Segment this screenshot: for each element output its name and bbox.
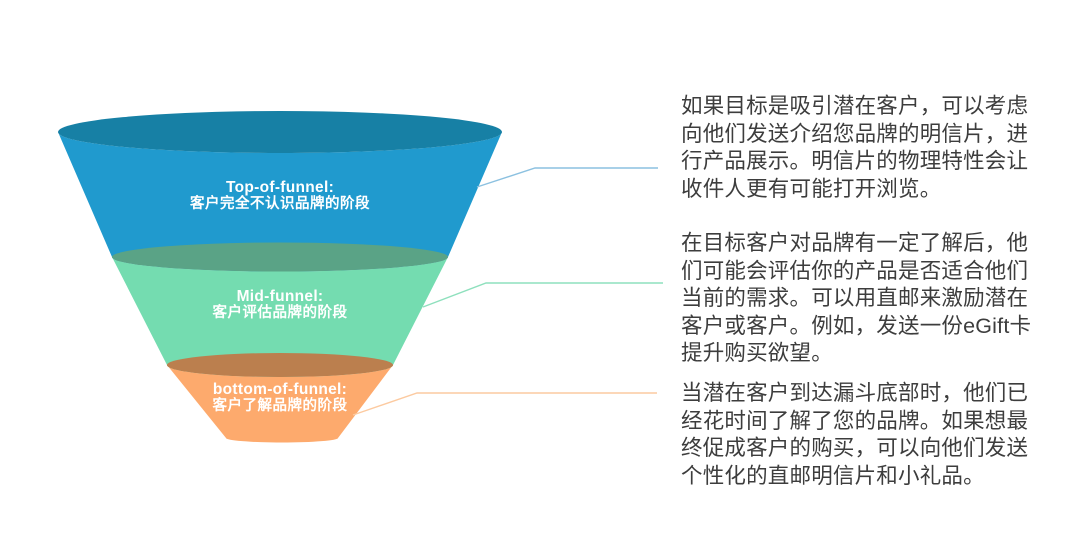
funnel-stage-bottom-shape (167, 365, 393, 443)
stage-title: bottom-of-funnel: (212, 381, 348, 398)
connector-line-top (476, 167, 658, 188)
description-top-of-funnel: 如果目标是吸引潜在客户，可以考虑 向他们发送介绍您品牌的明信片，进 行产品展示。… (681, 94, 1029, 201)
stage-subtitle: 客户了解品牌的阶段 (212, 398, 348, 414)
stage-label-top-of-funnel: Top-of-funnel: 客户完全不认识品牌的阶段 (80, 179, 480, 213)
funnel-stage-top-mouth (58, 111, 502, 153)
stage-title: Mid-funnel: (236, 288, 324, 305)
description-bottom-of-funnel: 当潜在客户到达漏斗底部时，他们已 经花时间了解了您的品牌。如果想最 终促成客户的… (681, 381, 1029, 488)
funnel-stage-mid-shape (112, 257, 448, 377)
funnel-stage-top-shape (58, 132, 502, 272)
stage-title: Top-of-funnel: (225, 179, 335, 196)
stage-subtitle: 客户完全不认识品牌的阶段 (190, 196, 370, 212)
connector-line-bottom (352, 392, 657, 416)
description-mid-funnel: 在目标客户对品牌有一定了解后，他 们可能会评估你的产品是否适合他们 当前的需求。… (681, 231, 1032, 365)
funnel-stage-bottom-mouth (167, 353, 393, 377)
connector-line-mid (422, 282, 663, 308)
funnel-stage-mid-mouth (112, 242, 448, 272)
stage-subtitle: 客户评估品牌的阶段 (212, 305, 348, 321)
stage-label-bottom-of-funnel: bottom-of-funnel: 客户了解品牌的阶段 (80, 381, 480, 415)
stage-label-mid-funnel: Mid-funnel: 客户评估品牌的阶段 (80, 288, 480, 322)
